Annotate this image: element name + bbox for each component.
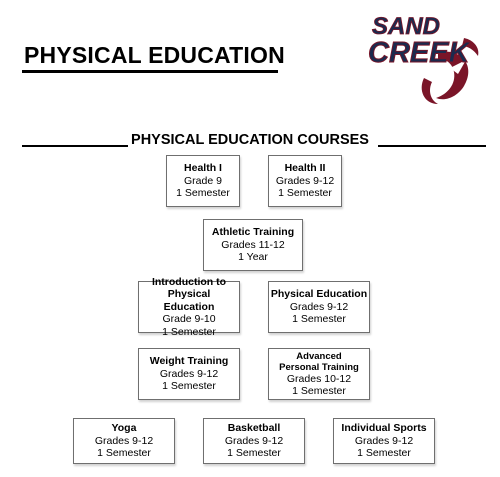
logo-creek: CREEK: [368, 37, 472, 69]
course-duration: 1 Semester: [176, 187, 230, 200]
course-duration: 1 Semester: [162, 325, 216, 338]
course-grades: Grades 11-12: [221, 238, 285, 251]
course-name: Health II: [284, 162, 326, 175]
course-name: Introduction to Physical Education: [151, 275, 227, 313]
course-duration: 1 Semester: [278, 187, 332, 200]
course-duration: 1 Year: [238, 251, 268, 264]
course-name: Weight Training: [149, 355, 229, 368]
course-card-athletic-training: Athletic Training Grades 11-12 1 Year: [203, 219, 303, 271]
course-grades: Grade 9-10: [162, 313, 216, 326]
course-grades: Grades 9-12: [275, 174, 335, 187]
course-card-yoga: Yoga Grades 9-12 1 Semester: [73, 418, 175, 464]
course-name: Basketball: [227, 422, 281, 435]
course-card-advanced-personal-training: Advanced Personal Training Grades 10-12 …: [268, 348, 370, 400]
course-duration: 1 Semester: [162, 380, 216, 393]
course-duration: 1 Semester: [292, 313, 346, 326]
course-name: Individual Sports: [341, 422, 427, 435]
course-duration: 1 Semester: [97, 447, 151, 460]
course-grades: Grade 9: [184, 174, 222, 187]
page-title: PHYSICAL EDUCATION: [24, 42, 285, 68]
course-card-individual-sports: Individual Sports Grades 9-12 1 Semester: [333, 418, 435, 464]
course-grades: Grades 9-12: [159, 367, 219, 380]
course-grades: Grades 9-12: [289, 300, 349, 313]
course-grades: Grades 9-12: [224, 434, 284, 447]
course-name: Athletic Training: [211, 226, 295, 239]
logo-sand: SAND: [372, 13, 440, 40]
section-title: PHYSICAL EDUCATION COURSES: [131, 132, 369, 148]
course-name: Physical Education: [270, 288, 368, 301]
section-rule-left: [22, 145, 128, 147]
course-grades: Grades 10-12: [286, 372, 352, 385]
course-card-basketball: Basketball Grades 9-12 1 Semester: [203, 418, 305, 464]
course-card-weight-training: Weight Training Grades 9-12 1 Semester: [138, 348, 240, 400]
section-rule-right: [378, 145, 486, 147]
course-grades: Grades 9-12: [94, 434, 154, 447]
title-underline: [22, 70, 278, 73]
course-duration: 1 Semester: [292, 385, 346, 397]
course-duration: 1 Semester: [227, 447, 281, 460]
course-name: Health I: [184, 162, 222, 175]
course-duration: 1 Semester: [357, 447, 411, 460]
course-card-health-2: Health II Grades 9-12 1 Semester: [268, 155, 342, 207]
course-card-health-1: Health I Grade 9 1 Semester: [166, 155, 240, 207]
course-grades: Grades 9-12: [354, 434, 414, 447]
course-card-intro-pe: Introduction to Physical Education Grade…: [138, 276, 240, 338]
course-name: Advanced Personal Training: [279, 350, 359, 373]
course-name: Yoga: [111, 422, 137, 435]
course-card-physical-education: Physical Education Grades 9-12 1 Semeste…: [268, 281, 370, 333]
sand-creek-logo: SAND CREEK: [368, 13, 479, 104]
